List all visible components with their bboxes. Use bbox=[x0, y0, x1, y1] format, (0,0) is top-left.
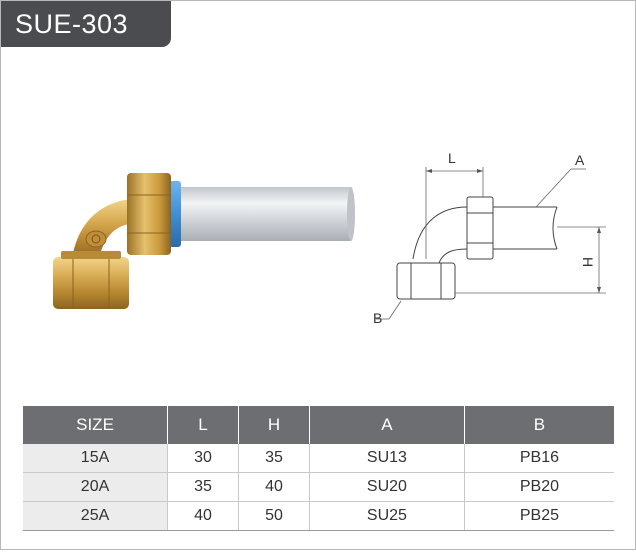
cell-a: SU13 bbox=[308, 444, 465, 473]
cell-h: 40 bbox=[238, 472, 310, 502]
cell-b: PB25 bbox=[463, 501, 614, 531]
dimension-label-b: B bbox=[373, 310, 382, 326]
table-row: 20A 35 40 SU20 PB20 bbox=[23, 472, 614, 502]
table-row: 25A 40 50 SU25 PB25 bbox=[23, 501, 614, 531]
cell-b: PB16 bbox=[463, 444, 614, 473]
header-h: H bbox=[238, 406, 310, 444]
cell-a: SU25 bbox=[308, 501, 465, 531]
cell-h: 35 bbox=[238, 444, 310, 473]
header-size: SIZE bbox=[23, 406, 168, 444]
header-b: B bbox=[463, 406, 614, 444]
dimension-label-l: L bbox=[448, 150, 456, 166]
cell-h: 50 bbox=[238, 501, 310, 531]
cell-b: PB20 bbox=[463, 472, 614, 502]
dimension-drawing: L A H B bbox=[373, 150, 606, 326]
dimension-label-a: A bbox=[575, 152, 585, 168]
header-l: L bbox=[167, 406, 239, 444]
cell-size: 15A bbox=[23, 444, 168, 473]
cell-a: SU20 bbox=[308, 472, 465, 502]
header-a: A bbox=[308, 406, 465, 444]
dimension-label-h: H bbox=[580, 257, 596, 267]
cell-size: 25A bbox=[23, 501, 168, 531]
table-header-row: SIZE L H A B bbox=[23, 406, 614, 444]
product-photo bbox=[53, 173, 355, 309]
product-title: SUE-303 bbox=[1, 1, 171, 47]
cell-l: 35 bbox=[167, 472, 239, 502]
table-row: 15A 30 35 SU13 PB16 bbox=[23, 444, 614, 473]
spec-table: SIZE L H A B 15A 30 35 SU13 PB16 20A 35 … bbox=[23, 406, 614, 531]
cell-l: 40 bbox=[167, 501, 239, 531]
cell-size: 20A bbox=[23, 472, 168, 502]
cell-l: 30 bbox=[167, 444, 239, 473]
